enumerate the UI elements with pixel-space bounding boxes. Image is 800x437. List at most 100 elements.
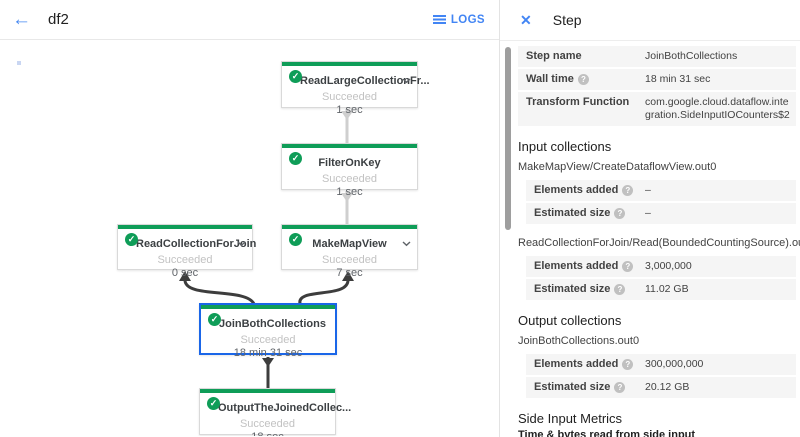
- node-title: MakeMapView: [312, 238, 387, 250]
- arrowhead-edge-1: [341, 111, 353, 120]
- step-node-makemapview[interactable]: ✓ MakeMapView Succeeded 7 sec: [281, 224, 418, 279]
- node-duration: 1 sec: [336, 186, 363, 198]
- step-node-joinbothcollections[interactable]: ✓ JoinBothCollections Succeeded 18 min 3…: [199, 303, 337, 359]
- side-input-subheading: Time & bytes read from side input: [518, 429, 696, 437]
- metric-value: 3,000,000: [645, 260, 692, 272]
- node-title: ReadCollectionForJoin: [136, 238, 257, 250]
- arrowhead-edge-3: [179, 271, 191, 281]
- success-check-icon: ✓: [207, 397, 220, 410]
- help-icon[interactable]: ?: [614, 284, 626, 295]
- step-node-filteronkey[interactable]: ✓ FilterOnKey Succeeded 1 sec: [281, 143, 418, 198]
- metric-row: Elements added? 300,000,000: [526, 354, 796, 375]
- edge-makemapview-join: [298, 278, 350, 306]
- graph-canvas[interactable]: ✓ ReadLargeCollectionFr... Succeeded 1 s…: [0, 40, 499, 436]
- node-status: Succeeded: [157, 254, 213, 266]
- step-node-readcollectionforjoin[interactable]: ✓ ReadCollectionForJoin Succeeded 0 sec: [117, 224, 257, 279]
- minimap-dot: [17, 61, 21, 65]
- node-status-bar: [200, 389, 335, 393]
- job-title: df2: [48, 11, 69, 28]
- output-collections-heading: Output collections: [518, 313, 622, 328]
- node-title: FilterOnKey: [318, 157, 381, 169]
- node-status: Succeeded: [239, 418, 296, 430]
- job-topbar: ← df2 LOGS: [0, 0, 499, 40]
- side-input-metrics-heading: Side Input Metrics: [518, 411, 623, 426]
- metric-value: 20.12 GB: [645, 381, 690, 393]
- panel-scrollbar[interactable]: [505, 47, 511, 230]
- help-icon[interactable]: ?: [622, 185, 634, 196]
- logs-button[interactable]: LOGS: [432, 13, 485, 26]
- logs-button-label: LOGS: [450, 13, 485, 26]
- input-collections-heading: Input collections: [518, 139, 612, 154]
- step-panel-header: ✕ Step: [500, 0, 800, 41]
- success-check-icon: ✓: [289, 152, 302, 165]
- node-status-bar: [118, 225, 252, 229]
- node-duration: 18 sec: [200, 431, 335, 436]
- property-row-transform-function: Transform Function com.google.cloud.data…: [518, 92, 796, 126]
- property-value: 18 min 31 sec: [645, 73, 711, 85]
- metric-row: Elements added? –: [526, 180, 796, 201]
- property-row-step-name: Step name JoinBothCollections: [518, 46, 796, 67]
- help-icon[interactable]: ?: [577, 74, 589, 85]
- metric-label: Estimated size: [534, 207, 611, 219]
- help-icon[interactable]: ?: [614, 382, 626, 393]
- chevron-down-icon[interactable]: [402, 71, 411, 89]
- chevron-down-icon[interactable]: [237, 234, 246, 252]
- metric-value: –: [645, 184, 651, 196]
- property-label: Transform Function: [526, 96, 630, 108]
- success-check-icon: ✓: [125, 233, 138, 246]
- property-label: Wall time: [526, 73, 574, 85]
- step-panel-content: Step name JoinBothCollections Wall time?…: [518, 46, 800, 437]
- metric-label: Estimated size: [534, 283, 611, 295]
- property-label: Step name: [526, 50, 582, 62]
- node-status: Succeeded: [321, 91, 378, 103]
- metric-row: Estimated size? 11.02 GB: [526, 279, 796, 300]
- node-duration: 18 min 31 sec: [233, 347, 303, 359]
- metric-value: 300,000,000: [645, 358, 704, 370]
- job-graph-panel: ← df2 LOGS: [0, 0, 500, 437]
- metric-value: –: [645, 207, 651, 219]
- step-node-outputthejoined[interactable]: ✓ OutputTheJoinedCollec... Succeeded 18 …: [199, 388, 351, 436]
- node-status-bar: [282, 225, 417, 229]
- node-status: Succeeded: [321, 254, 378, 266]
- node-status-bar: [201, 305, 335, 309]
- success-check-icon: ✓: [208, 313, 221, 326]
- help-icon[interactable]: ?: [622, 261, 634, 272]
- step-detail-panel: ✕ Step Step name JoinBothCollections Wal…: [500, 0, 800, 437]
- step-node-readlargecollection[interactable]: ✓ ReadLargeCollectionFr... Succeeded 1 s…: [281, 61, 430, 116]
- help-icon[interactable]: ?: [614, 208, 626, 219]
- node-duration: 1 sec: [336, 104, 363, 116]
- node-status: Succeeded: [321, 173, 378, 185]
- arrowhead-edge-2: [341, 193, 353, 202]
- help-icon[interactable]: ?: [622, 359, 634, 370]
- node-title: OutputTheJoinedCollec...: [218, 402, 352, 414]
- chevron-down-icon[interactable]: [402, 234, 411, 252]
- property-value: com.google.cloud.dataflow.integration.Si…: [645, 96, 790, 121]
- collection-name: MakeMapView/CreateDataflowView.out0: [518, 161, 717, 173]
- graph-edges: [179, 109, 354, 388]
- node-status-bar: [282, 144, 417, 148]
- back-arrow-icon[interactable]: ←: [12, 9, 31, 30]
- metric-label: Elements added: [534, 260, 619, 272]
- property-value: JoinBothCollections: [645, 50, 738, 62]
- metric-label: Elements added: [534, 358, 619, 370]
- node-title: JoinBothCollections: [219, 318, 326, 330]
- success-check-icon: ✓: [289, 233, 302, 246]
- node-title: ReadLargeCollectionFr...: [300, 75, 430, 87]
- arrowhead-edge-5: [262, 358, 274, 367]
- close-icon[interactable]: ✕: [520, 11, 532, 28]
- metric-label: Elements added: [534, 184, 619, 196]
- node-status: Succeeded: [240, 334, 296, 346]
- metric-row: Estimated size? 20.12 GB: [526, 377, 796, 398]
- node-duration: 0 sec: [171, 267, 199, 279]
- edge-readcollection-join: [183, 278, 256, 306]
- metric-row: Elements added? 3,000,000: [526, 256, 796, 277]
- collection-name: ReadCollectionForJoin/Read(BoundedCounti…: [518, 237, 800, 249]
- metric-row: Estimated size? –: [526, 203, 796, 224]
- node-status-bar: [282, 62, 417, 66]
- success-check-icon: ✓: [289, 70, 302, 83]
- logs-list-icon: [432, 15, 446, 24]
- property-row-wall-time: Wall time? 18 min 31 sec: [518, 69, 796, 90]
- collection-name: JoinBothCollections.out0: [518, 335, 640, 347]
- arrowhead-edge-4: [342, 271, 354, 281]
